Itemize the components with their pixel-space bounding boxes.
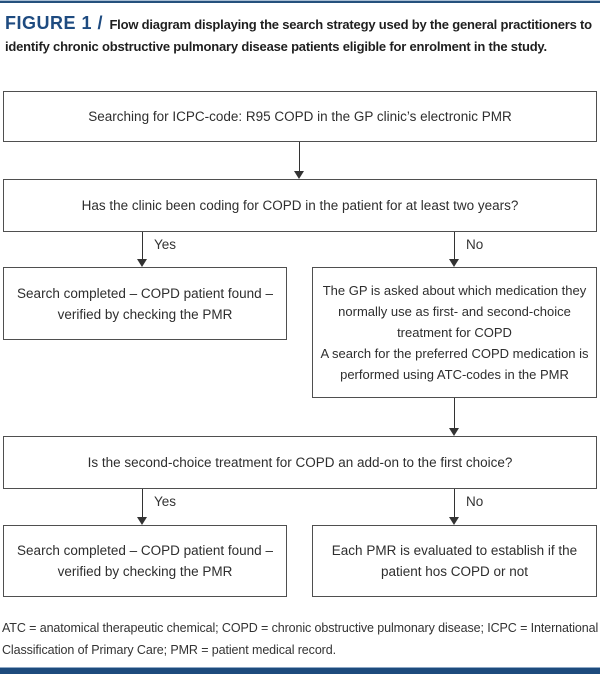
flow-box-search-completed-second: Search completed – COPD patient found – …: [3, 525, 287, 597]
arrow-down-icon: [294, 142, 305, 179]
arrow-down-icon: [449, 232, 460, 267]
figure-caption: FIGURE 1 / Flow diagram displaying the s…: [5, 12, 596, 58]
top-divider-rule: [0, 0, 600, 3]
flow-box-pmr-evaluated: Each PMR is evaluated to establish if th…: [312, 525, 597, 597]
arrow-head: [449, 259, 459, 267]
arrow-line: [454, 489, 455, 517]
arrow-head: [449, 517, 459, 525]
arrow-head: [137, 259, 147, 267]
branch-label-no: No: [466, 494, 484, 509]
flow-box-gp-asked-part2: A search for the preferred COPD medicati…: [320, 346, 589, 382]
arrow-down-icon: [137, 232, 148, 267]
arrow-down-icon: [449, 398, 460, 436]
branch-label-no: No: [466, 237, 484, 252]
flow-box-coding-question: Has the clinic been coding for COPD in t…: [3, 179, 597, 232]
figure-label: FIGURE 1 /: [5, 13, 104, 33]
flow-box-addon-question-text: Is the second-choice treatment for COPD …: [87, 455, 513, 470]
arrow-line: [454, 398, 455, 428]
arrow-head: [294, 171, 304, 179]
arrow-line: [454, 232, 455, 259]
flow-box-addon-question: Is the second-choice treatment for COPD …: [3, 436, 597, 489]
flow-box-coding-question-text: Has the clinic been coding for COPD in t…: [81, 198, 519, 213]
arrow-line: [142, 489, 143, 517]
arrow-head: [137, 517, 147, 525]
flow-box-gp-asked-part1: The GP is asked about which medication t…: [322, 283, 587, 340]
abbreviations-footnote: ATC = anatomical therapeutic chemical; C…: [2, 621, 599, 657]
arrow-line: [142, 232, 143, 259]
flow-box-search-completed-first-text: Search completed – COPD patient found – …: [17, 285, 273, 322]
figure-caption-text: Flow diagram displaying the search strat…: [5, 17, 592, 54]
flow-box-search-completed-second-text: Search completed – COPD patient found – …: [17, 543, 273, 579]
branch-label-yes: Yes: [154, 494, 177, 509]
flow-box-gp-asked: The GP is asked about which medication t…: [312, 267, 597, 398]
branch-label-yes: Yes: [154, 237, 177, 252]
arrow-down-icon: [449, 489, 460, 525]
flow-box-icpc-search: Searching for ICPC-code: R95 COPD in the…: [3, 91, 597, 142]
arrow-down-icon: [137, 489, 148, 525]
arrow-line: [299, 142, 300, 171]
flow-box-icpc-search-text: Searching for ICPC-code: R95 COPD in the…: [88, 109, 512, 124]
flow-box-pmr-evaluated-text: Each PMR is evaluated to establish if th…: [331, 543, 578, 579]
bottom-divider-rule: [0, 667, 600, 674]
flow-box-search-completed-first: Search completed – COPD patient found – …: [3, 267, 287, 340]
arrow-head: [449, 428, 459, 436]
